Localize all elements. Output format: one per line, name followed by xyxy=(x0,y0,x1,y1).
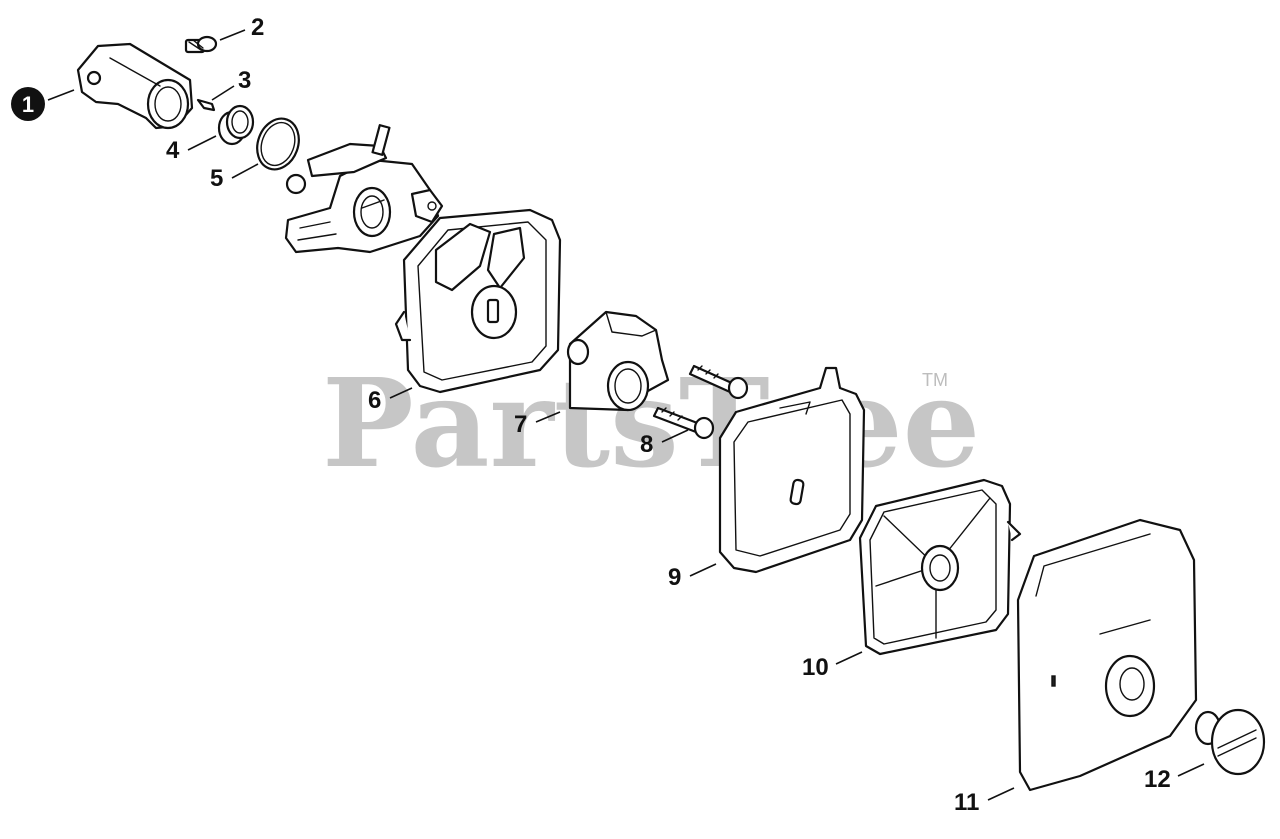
part-8-bolt-lower[interactable] xyxy=(652,406,715,440)
callout-6-label: 6 xyxy=(368,387,381,414)
part-1-intake-insulator[interactable] xyxy=(76,42,194,130)
callout-7[interactable]: 7 xyxy=(514,411,561,438)
callout-3[interactable]: 3 xyxy=(211,67,251,101)
part-5-oring[interactable] xyxy=(250,113,305,176)
callout-4[interactable]: 4 xyxy=(166,135,217,164)
callout-12-leader xyxy=(1177,763,1205,777)
watermark-tm: TM xyxy=(922,370,948,390)
callout-7-leader xyxy=(535,411,561,423)
callout-11-label: 11 xyxy=(954,789,979,816)
callout-12[interactable]: 12 xyxy=(1144,763,1205,793)
callout-11-leader xyxy=(987,787,1015,801)
part-7-bracket[interactable] xyxy=(566,310,670,412)
callout-8[interactable]: 8 xyxy=(640,429,689,458)
part-11-air-cleaner-cover[interactable] xyxy=(1016,518,1198,792)
callout-1-leader xyxy=(47,89,75,101)
callout-9-label: 9 xyxy=(668,564,681,591)
part-8-bolt-upper[interactable] xyxy=(688,364,749,400)
callout-1-badge xyxy=(11,87,45,121)
callout-5[interactable]: 5 xyxy=(210,163,259,192)
callout-1[interactable]: 1 xyxy=(11,87,75,121)
callout-6[interactable]: 6 xyxy=(368,387,413,414)
part-12-knob[interactable] xyxy=(1194,708,1266,776)
callout-10-label: 10 xyxy=(802,654,829,681)
callout-8-label: 8 xyxy=(640,431,653,458)
part-3-pin[interactable] xyxy=(196,98,216,112)
callout-6-leader xyxy=(389,387,413,399)
callout-9-leader xyxy=(689,563,717,577)
callout-10-leader xyxy=(835,651,863,665)
part-2-screw[interactable] xyxy=(184,35,218,54)
callout-4-leader xyxy=(187,135,217,151)
carburetor xyxy=(284,124,444,254)
callout-3-leader xyxy=(211,85,235,101)
part-6-air-cleaner-base[interactable] xyxy=(394,208,562,394)
part-10-filter-element[interactable] xyxy=(858,478,1022,656)
callout-2[interactable]: 2 xyxy=(219,14,264,41)
callout-7-label: 7 xyxy=(514,411,527,438)
callout-5-leader xyxy=(231,163,259,179)
part-9-filter-plate[interactable] xyxy=(718,366,866,574)
callout-5-label: 5 xyxy=(210,165,223,192)
callout-2-leader xyxy=(219,29,246,41)
callout-12-label: 12 xyxy=(1144,766,1171,793)
part-4-bushing[interactable] xyxy=(217,104,255,146)
callout-10[interactable]: 10 xyxy=(802,651,863,681)
callout-11[interactable]: 11 xyxy=(954,787,1015,816)
callout-1-label: 1 xyxy=(22,92,34,117)
callout-2-label: 2 xyxy=(251,14,264,41)
callout-8-leader xyxy=(661,429,689,443)
callout-9[interactable]: 9 xyxy=(668,563,717,591)
callout-4-label: 4 xyxy=(166,137,180,164)
callout-3-label: 3 xyxy=(238,67,251,94)
